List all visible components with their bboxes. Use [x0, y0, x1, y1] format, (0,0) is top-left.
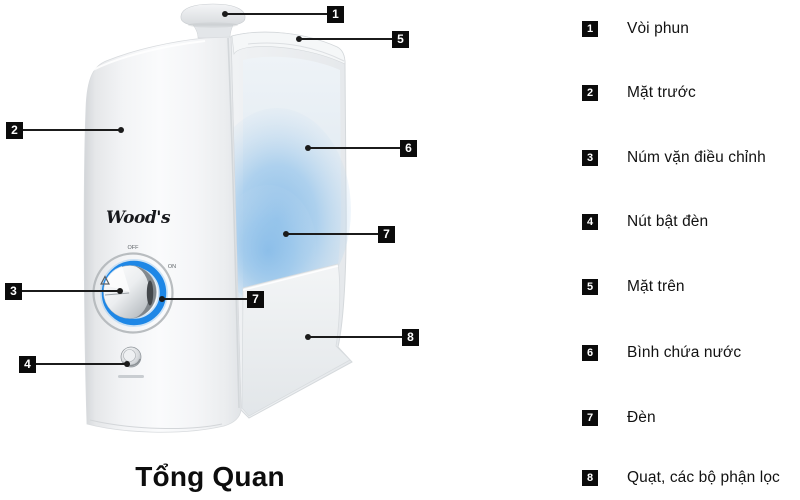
knob-pointer-line [104, 292, 130, 296]
legend-label-6: Bình chứa nước [627, 344, 742, 361]
legend-num-7: 7 [582, 410, 598, 426]
legend-num-8: 8 [582, 470, 598, 486]
legend-num-4: 4 [582, 214, 598, 230]
top-cover-seam [247, 42, 345, 62]
callout-box-6: 6 [400, 140, 417, 157]
knob-slot [146, 280, 154, 306]
legend-num-1: 1 [582, 21, 598, 37]
control-knob: OFF ON [92, 245, 176, 334]
legend-label-3: Núm vặn điều chỉnh [627, 149, 766, 166]
mist-nozzle [180, 3, 246, 39]
callout-line-7-tank [286, 233, 378, 235]
legend-num-3: 3 [582, 150, 598, 166]
legend-label-2: Mặt trước [627, 84, 696, 101]
page-title: Tổng Quan [135, 461, 285, 492]
legend-label-4: Nút bật đèn [627, 213, 709, 230]
callout-box-8: 8 [402, 329, 419, 346]
callout-box-7-tank: 7 [378, 226, 395, 243]
humidifier-illustration: Wood's OFF ON [83, 3, 353, 433]
callout-box-4: 4 [19, 356, 36, 373]
callout-dot-4 [124, 361, 130, 367]
callout-line-7-knob [162, 298, 247, 300]
legend-item-2: 2 Mặt trước [582, 84, 696, 102]
legend-num-5: 5 [582, 279, 598, 295]
top-cover [231, 31, 346, 65]
legend-item-4: 4 Nút bật đèn [582, 213, 708, 231]
callout-box-5: 5 [392, 31, 409, 48]
brand-logo: Wood's [106, 208, 171, 228]
legend-label-8: Quạt, các bộ phận lọc [627, 469, 780, 486]
knob-off-label: OFF [128, 245, 140, 251]
tank-seam-highlight [242, 265, 339, 291]
callout-dot-8 [305, 334, 311, 340]
front-panel [83, 36, 242, 433]
callout-dot-5 [296, 36, 302, 42]
callout-line-4 [34, 363, 127, 365]
callout-line-2 [22, 129, 121, 131]
callout-dot-3 [117, 288, 123, 294]
legend-item-7: 7 Đèn [582, 409, 656, 427]
callout-dot-6 [305, 145, 311, 151]
front-top-highlight [92, 40, 206, 71]
callout-box-1: 1 [327, 6, 344, 23]
legend-num-6: 6 [582, 345, 598, 361]
legend-item-6: 6 Bình chứa nước [582, 344, 741, 362]
callout-line-1 [225, 13, 327, 15]
callout-line-3 [21, 290, 120, 292]
callout-box-7-knob: 7 [247, 291, 264, 308]
front-bottom-shadow [89, 419, 223, 430]
callout-line-5 [299, 38, 392, 40]
pointer-triangle [100, 275, 110, 285]
legend-num-2: 2 [582, 85, 598, 101]
legend-item-1: 1 Vòi phun [582, 20, 689, 38]
legend-item-5: 5 Mặt trên [582, 278, 685, 296]
callout-dot-1 [222, 11, 228, 17]
legend-item-8: 8 Quạt, các bộ phận lọc [582, 469, 780, 487]
callout-box-2: 2 [6, 122, 23, 139]
legend-label-1: Vòi phun [627, 20, 689, 37]
legend-label-7: Đèn [627, 409, 656, 426]
callout-dot-7-tank [283, 231, 289, 237]
knob-on-label: ON [168, 264, 176, 270]
legend-label-5: Mặt trên [627, 278, 685, 295]
callout-line-8 [308, 336, 402, 338]
tank-lower-section [241, 263, 351, 417]
tank-glow-core [220, 185, 316, 305]
front-right-seam [227, 37, 240, 409]
knob-highlight [104, 266, 130, 292]
light-button-caption [118, 375, 144, 378]
callout-dot-7-knob [159, 296, 165, 302]
legend-item-3: 3 Núm vặn điều chỉnh [582, 149, 766, 167]
callout-dot-2 [118, 127, 124, 133]
callout-line-6 [308, 147, 400, 149]
callout-box-3: 3 [5, 283, 22, 300]
